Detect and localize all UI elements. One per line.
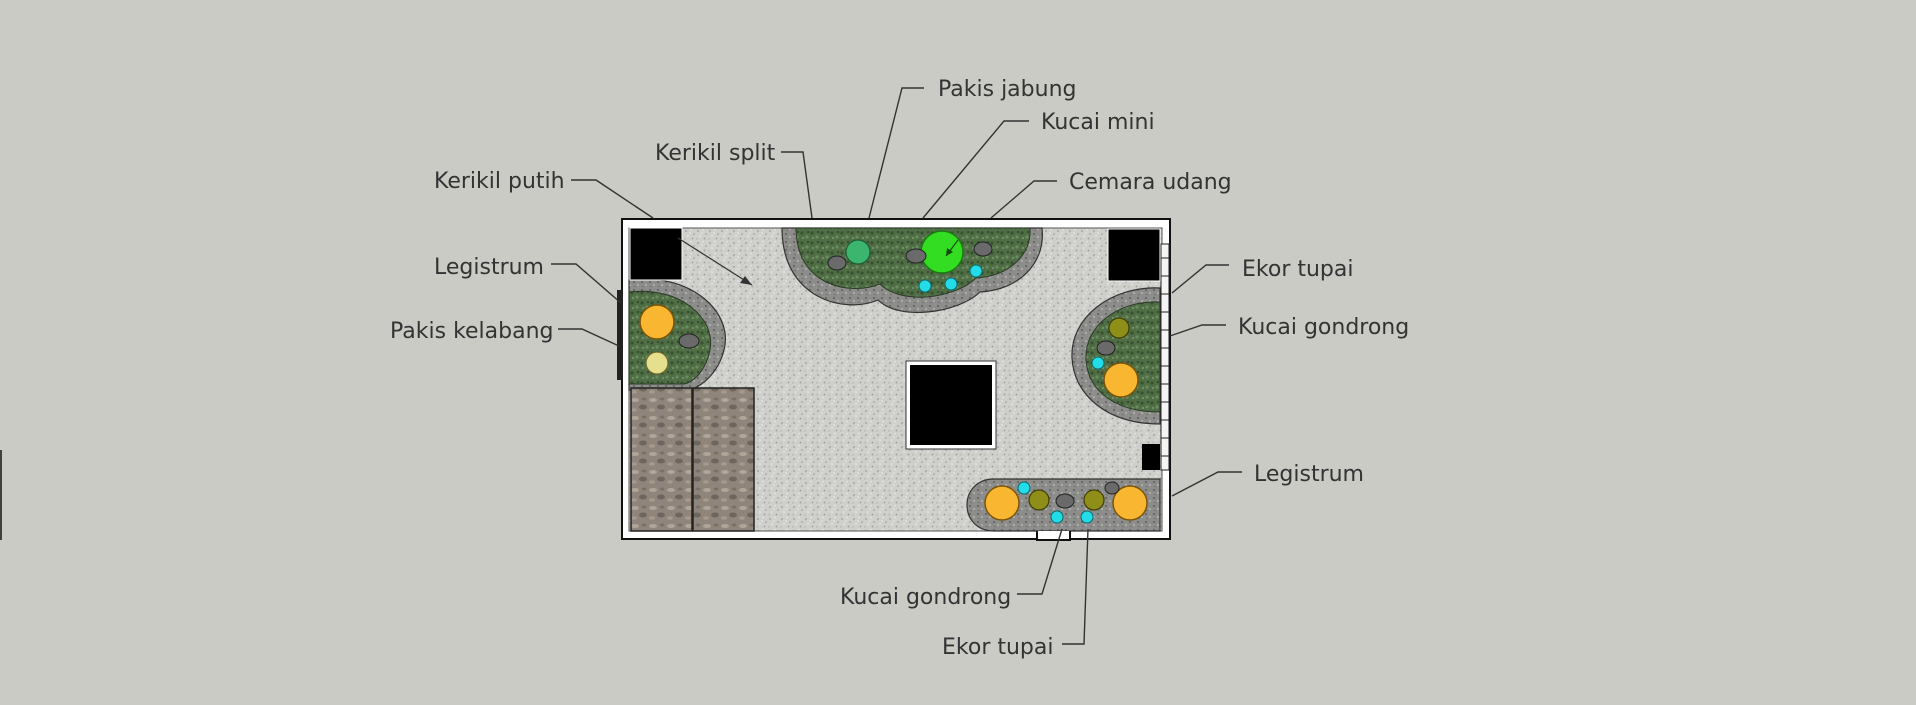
- legistrum-plant: [639, 304, 675, 340]
- stone-tile: [692, 387, 755, 532]
- kucai-gondrong-plant: [1028, 489, 1050, 511]
- rock: [827, 255, 847, 271]
- ekor-tupai-plant: [1091, 356, 1105, 370]
- label-legistrum-right: Legistrum: [1254, 462, 1364, 487]
- gate: [1036, 531, 1071, 541]
- leader-pakis-jabung: [868, 87, 924, 219]
- ekor-tupai-plant: [969, 264, 983, 278]
- center-pillar: [910, 365, 992, 445]
- small-pillar: [1142, 444, 1160, 470]
- leader-arrow: [677, 237, 753, 286]
- pakis-jabung-plant: [845, 239, 871, 265]
- legistrum-plant: [1112, 485, 1148, 521]
- rock: [973, 241, 993, 257]
- kucai-gondrong-plant: [1083, 489, 1105, 511]
- label-kucai-gondrong-right: Kucai gondrong: [1238, 315, 1409, 340]
- leader-cemara-udang: [990, 180, 1057, 219]
- leader-ekor-tupai-bottom: [1062, 528, 1089, 645]
- legistrum-plant: [1103, 362, 1139, 398]
- rock: [905, 248, 927, 264]
- leader-kucai-gondrong-bottom: [1017, 528, 1063, 595]
- ekor-tupai-plant: [918, 279, 932, 293]
- leader-kerikil-split: [781, 151, 813, 219]
- stone-tile: [630, 387, 693, 532]
- label-kerikil-putih: Kerikil putih: [434, 169, 565, 194]
- rock: [1055, 493, 1075, 509]
- labels: Pakis jabung Kucai mini Kerikil split Ce…: [390, 77, 1409, 660]
- label-kucai-mini: Kucai mini: [1041, 110, 1155, 135]
- leader-kerikil-putih: [571, 179, 654, 219]
- label-ekor-tupai-bottom: Ekor tupai: [942, 635, 1053, 660]
- right-fence: [1160, 243, 1170, 471]
- garden-plan: [617, 218, 1171, 541]
- rock: [1096, 340, 1116, 356]
- leader-kucai-gondrong-right: [1169, 324, 1226, 337]
- kucai-mini-plant: [920, 230, 964, 274]
- leader-kucai-mini: [922, 120, 1029, 219]
- rock: [1104, 481, 1120, 495]
- ekor-tupai-plant: [944, 277, 958, 291]
- ekor-tupai-plant: [1017, 481, 1031, 495]
- label-cemara-udang: Cemara udang: [1069, 170, 1232, 195]
- label-kucai-gondrong-bottom: Kucai gondrong: [840, 585, 1011, 610]
- kucai-gondrong-plant: [1108, 317, 1130, 339]
- leader-pakis-kelabang: [558, 328, 620, 347]
- label-ekor-tupai-right: Ekor tupai: [1242, 257, 1353, 282]
- left-wall-stub: [617, 290, 623, 380]
- label-kerikil-split: Kerikil split: [655, 141, 776, 166]
- label-pakis-kelabang: Pakis kelabang: [390, 319, 554, 344]
- leader-lines: [551, 87, 1242, 645]
- ekor-tupai-plant: [1050, 510, 1064, 524]
- label-legistrum-left: Legistrum: [434, 255, 544, 280]
- label-pakis-jabung: Pakis jabung: [938, 77, 1076, 102]
- rock: [678, 333, 700, 349]
- pillar-top-right: [1107, 228, 1161, 282]
- legistrum-plant: [984, 485, 1020, 521]
- pillar-top-left: [629, 227, 683, 281]
- ekor-tupai-plant: [1080, 510, 1094, 524]
- leader-ekor-tupai-right: [1171, 264, 1229, 294]
- arrow-head: [740, 276, 752, 285]
- pakis-kelabang-plant: [645, 351, 669, 375]
- leader-legistrum-left: [551, 263, 622, 304]
- leader-legistrum-right: [1171, 471, 1242, 497]
